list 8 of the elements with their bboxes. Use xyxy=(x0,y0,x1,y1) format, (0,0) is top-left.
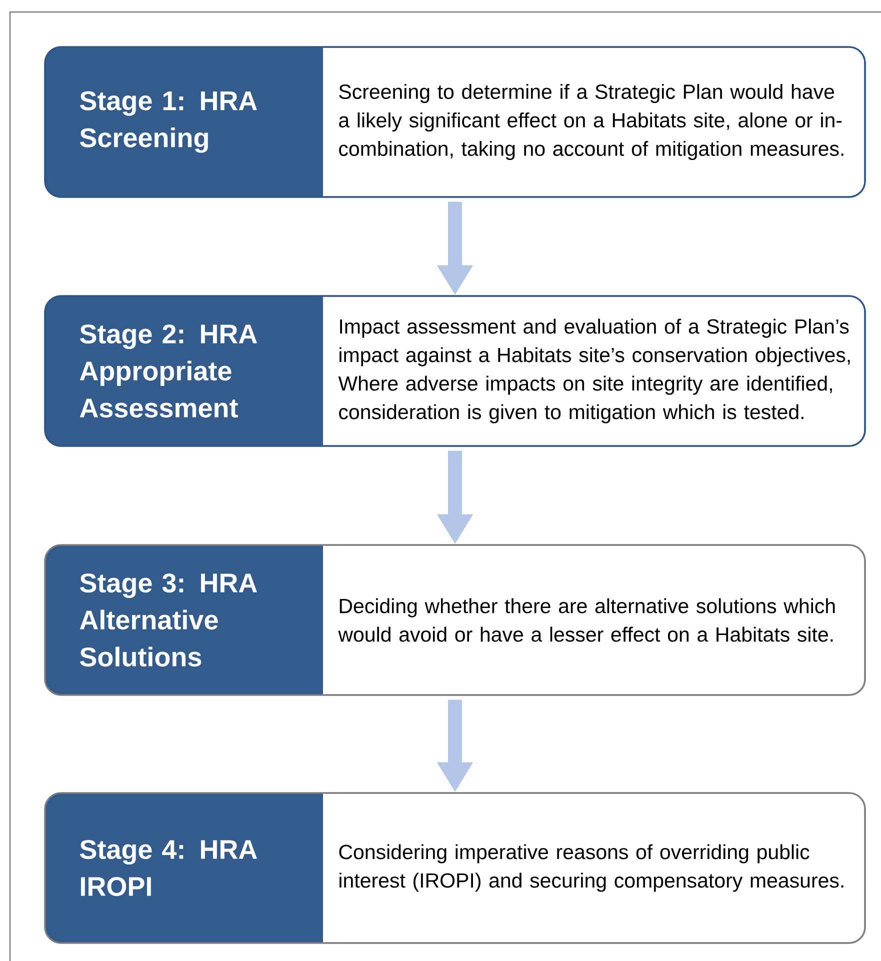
stage-heading: Stage 2: HRA Appropriate Assessment xyxy=(80,324,257,418)
stage-description: Screening to determine if a Strategic Plan would have a likely significant effect on a Habitats site, alone or in-combination, taking no account of mitigation measures. xyxy=(339,84,844,160)
stage-description: Deciding whether there are alternative solutions which would avoid or have a lesser effect on a Habitats site. xyxy=(338,598,835,642)
stage-heading: Stage 1: HRA Screening xyxy=(80,91,257,153)
stage-heading: Stage 4: HRA IROPI xyxy=(80,840,257,896)
stage-description: Considering imperative reasons of overriding public interest (IROPI) and securing compensatory measures. xyxy=(339,844,844,892)
stage-description: Impact assessment and evaluation of a Strategic Plan’s impact against a Habitats site’s conservation objectives, Where adverse impacts on site integrity are identified, consideration is given to mitigation which is tested. xyxy=(338,318,850,424)
stage-heading: Stage 3: HRA Alternative Solutions xyxy=(80,573,257,667)
